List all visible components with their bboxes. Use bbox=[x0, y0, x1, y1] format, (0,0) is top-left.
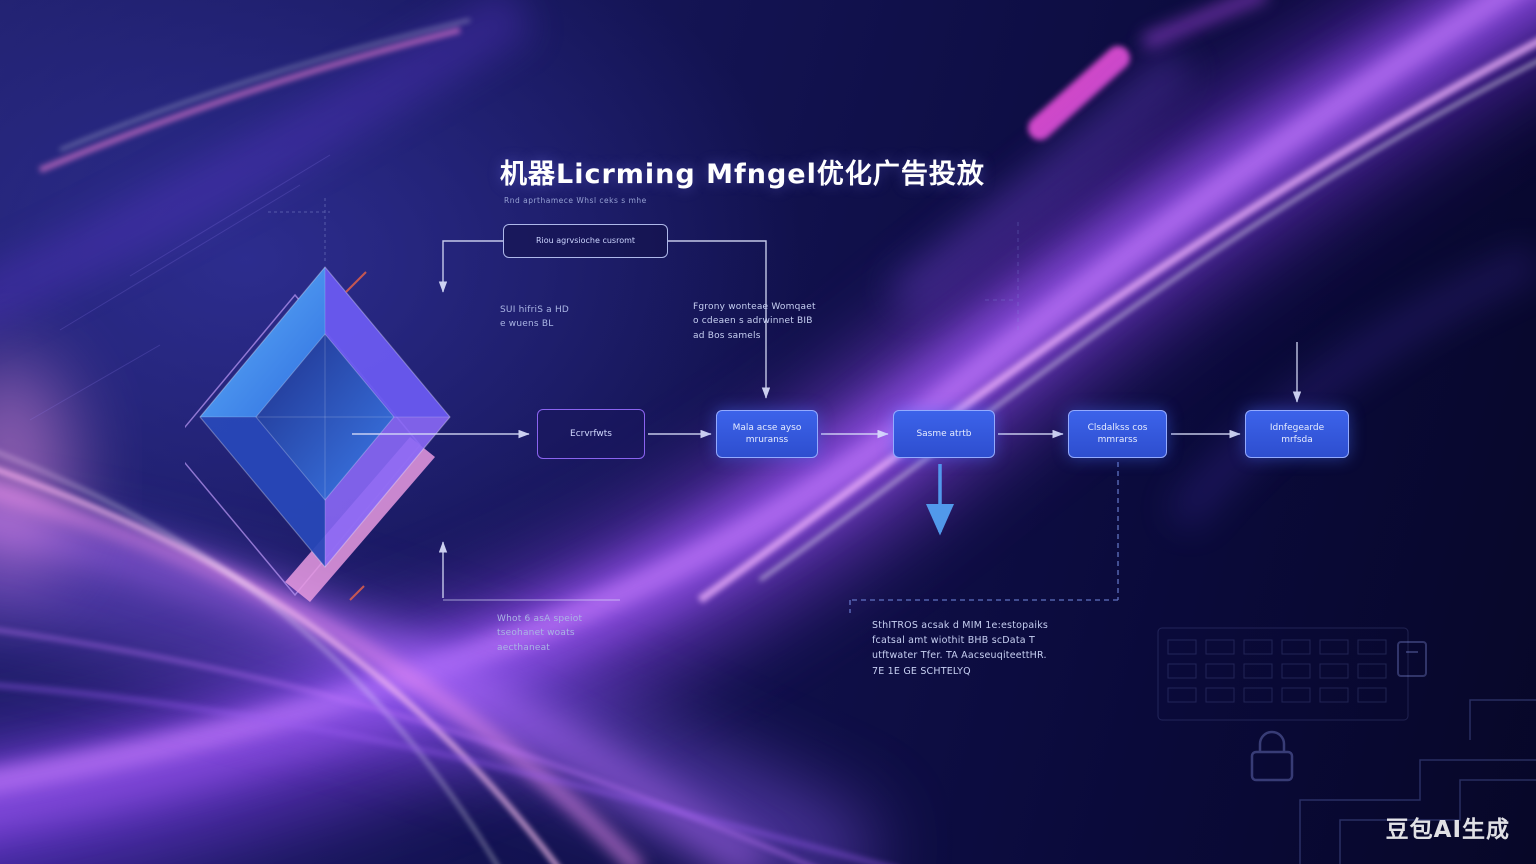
flow-box-top: Riou agrvsioche cusromt bbox=[503, 224, 668, 258]
flow-box-2: Mala acse ayso mruranss bbox=[716, 410, 818, 458]
data-panel-grid bbox=[1157, 627, 1409, 721]
feedback-dashed-lines bbox=[849, 462, 1119, 613]
chip-icon bbox=[1397, 641, 1427, 677]
flow-arrows bbox=[352, 240, 1302, 601]
diagonal-traces bbox=[29, 154, 331, 421]
red-accent-dashes bbox=[345, 271, 367, 601]
annotation-upper-left: SUI hifriS a HD e wuens BL bbox=[500, 305, 570, 330]
annotation-lower-left: Whot 6 asA speiot tseohanet woats aectha… bbox=[497, 614, 583, 653]
diamond-logo bbox=[185, 266, 451, 602]
flow-box-5: Idnfegearde mrfsda bbox=[1245, 410, 1349, 458]
flow-box-4: Clsdalkss cos mmrarss bbox=[1068, 410, 1167, 458]
guide-dashes bbox=[268, 198, 330, 262]
lock-icon bbox=[1250, 730, 1294, 782]
circuit-lines bbox=[1299, 699, 1536, 864]
diagram-subtitle: Rnd aprthamece Whsl ceks s mhe bbox=[504, 196, 647, 205]
flow-box-1: Ecrvrfwts bbox=[537, 409, 645, 459]
top-right-circuit bbox=[985, 222, 1019, 330]
annotation-upper-center: Fgrony wonteae Womqaet o cdeaen s adrwin… bbox=[693, 302, 816, 341]
flow-box-3: Sasme atrtb bbox=[893, 410, 995, 458]
ai-watermark: 豆包AI生成 bbox=[1385, 817, 1510, 843]
annotation-lower-center: SthITROS acsak d MIM 1e:estopaiks fcatsa… bbox=[872, 620, 1049, 677]
diagram-title: 机器Licrming Mfngel优化广告投放 bbox=[500, 159, 985, 190]
